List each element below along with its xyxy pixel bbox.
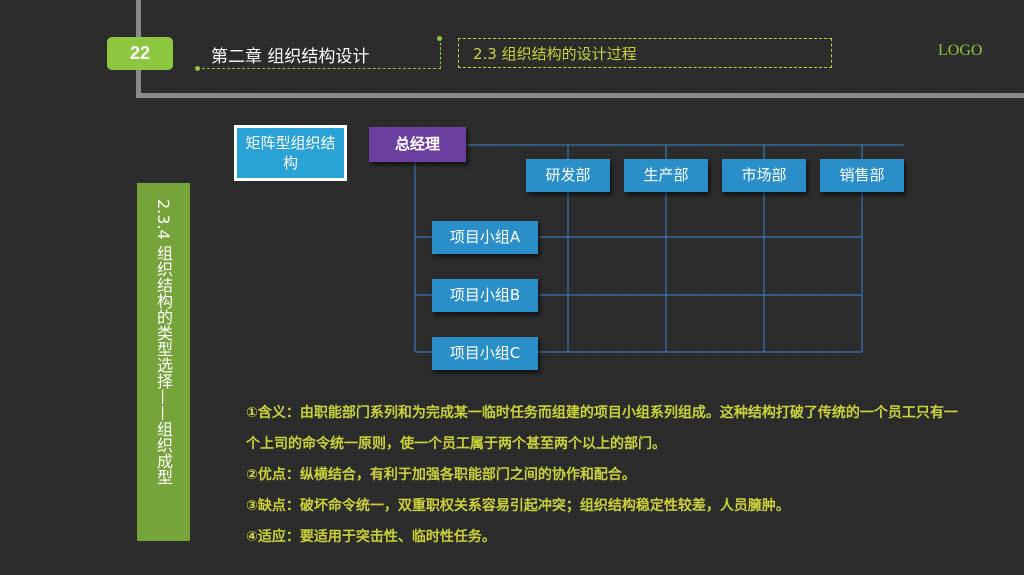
description-meaning: ①含义：由职能部门系列和为完成某一临时任务而组建的项目小组系列组成。这种结构打破… (246, 405, 958, 452)
dept-box-marketing: 市场部 (722, 159, 806, 192)
description-cons: ③缺点：破坏命令统一，双重职权关系容易引起冲突；组织结构稳定性较差，人员臃肿。 (246, 498, 790, 514)
description-block: ①含义：由职能部门系列和为完成某一临时任务而组建的项目小组系列组成。这种结构打破… (222, 398, 962, 553)
project-box-c: 项目小组C (432, 337, 538, 370)
general-manager-box: 总经理 (369, 127, 466, 162)
logo: LOGO (938, 42, 983, 59)
project-box-b: 项目小组B (432, 279, 538, 312)
frame-horizontal-bar (136, 93, 1024, 98)
description-fit: ④适应：要适用于突击性、临时性任务。 (246, 529, 496, 545)
chapter-underline (197, 38, 441, 69)
description-pros: ②优点：纵横结合，有利于加强各职能部门之间的协作和配合。 (246, 467, 636, 483)
chapter-title: 第二章 组织结构设计 (211, 47, 370, 67)
dept-box-sales: 销售部 (820, 159, 904, 192)
chapter-dot-left (195, 66, 200, 71)
matrix-type-label: 矩阵型组织结构 (234, 125, 347, 181)
project-box-a: 项目小组A (432, 221, 538, 254)
section-title: 2.3 组织结构的设计过程 (458, 38, 832, 68)
side-panel: 2.3.4 组织结构的类型选择——组织成型 (137, 183, 190, 541)
dept-box-production: 生产部 (624, 159, 708, 192)
dept-box-rnd: 研发部 (526, 159, 610, 192)
side-panel-title: 2.3.4 组织结构的类型选择——组织成型 (154, 199, 173, 485)
chapter-dot-right (437, 36, 442, 41)
page-number-badge: 22 (107, 37, 173, 70)
